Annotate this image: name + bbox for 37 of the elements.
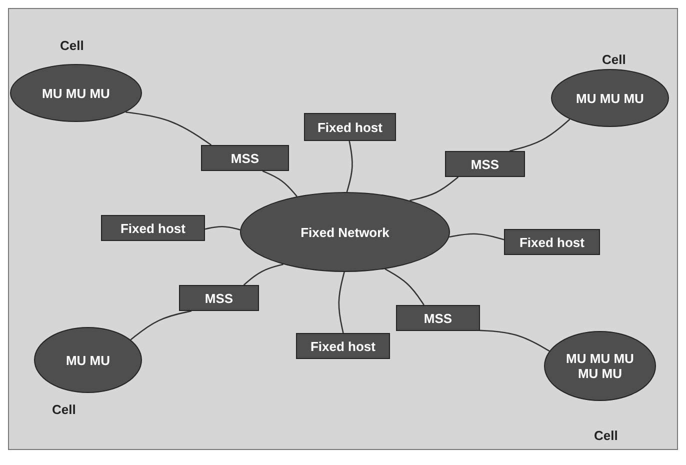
connector-line <box>262 170 298 197</box>
connector-line <box>384 268 424 306</box>
rectangle-node <box>396 305 480 331</box>
connector-line <box>243 264 284 286</box>
node-label: Fixed host <box>317 120 382 134</box>
connector-line <box>130 310 192 340</box>
node-label: MSS <box>470 156 500 172</box>
node-label: Fixed host <box>519 234 584 250</box>
caption-label: Cell <box>602 52 626 67</box>
node-label: Fixed host <box>310 338 376 354</box>
node-label: MSS <box>230 150 260 166</box>
connector-line <box>449 233 504 240</box>
rectangle-node <box>201 145 289 171</box>
node-label: MSS <box>204 290 234 306</box>
caption-label: Cell <box>594 428 618 443</box>
connector-line <box>126 111 212 146</box>
rectangle-node <box>445 151 525 177</box>
connector-line <box>346 140 353 192</box>
connector-line <box>410 176 459 202</box>
rectangle-node <box>304 113 396 141</box>
caption-label: Cell <box>60 38 84 53</box>
node-label: Fixed host <box>120 220 186 236</box>
node-label: MU MU MU <box>42 86 110 100</box>
rectangle-node <box>504 229 600 255</box>
rectangle-node <box>296 333 390 359</box>
rectangle-node <box>101 215 205 241</box>
node-label: Fixed Network <box>300 224 390 240</box>
node-label: MSS <box>424 310 452 326</box>
node-label: MU MU MU <box>576 90 644 106</box>
connector-line <box>204 226 240 230</box>
caption-label: Cell <box>52 402 76 417</box>
node-label: MU MU MU MU MU <box>565 351 635 381</box>
node-label: MU MU <box>66 352 110 368</box>
connector-line <box>509 118 570 152</box>
connector-line <box>480 330 550 352</box>
rectangle-node <box>179 285 259 311</box>
connector-line <box>338 272 345 334</box>
